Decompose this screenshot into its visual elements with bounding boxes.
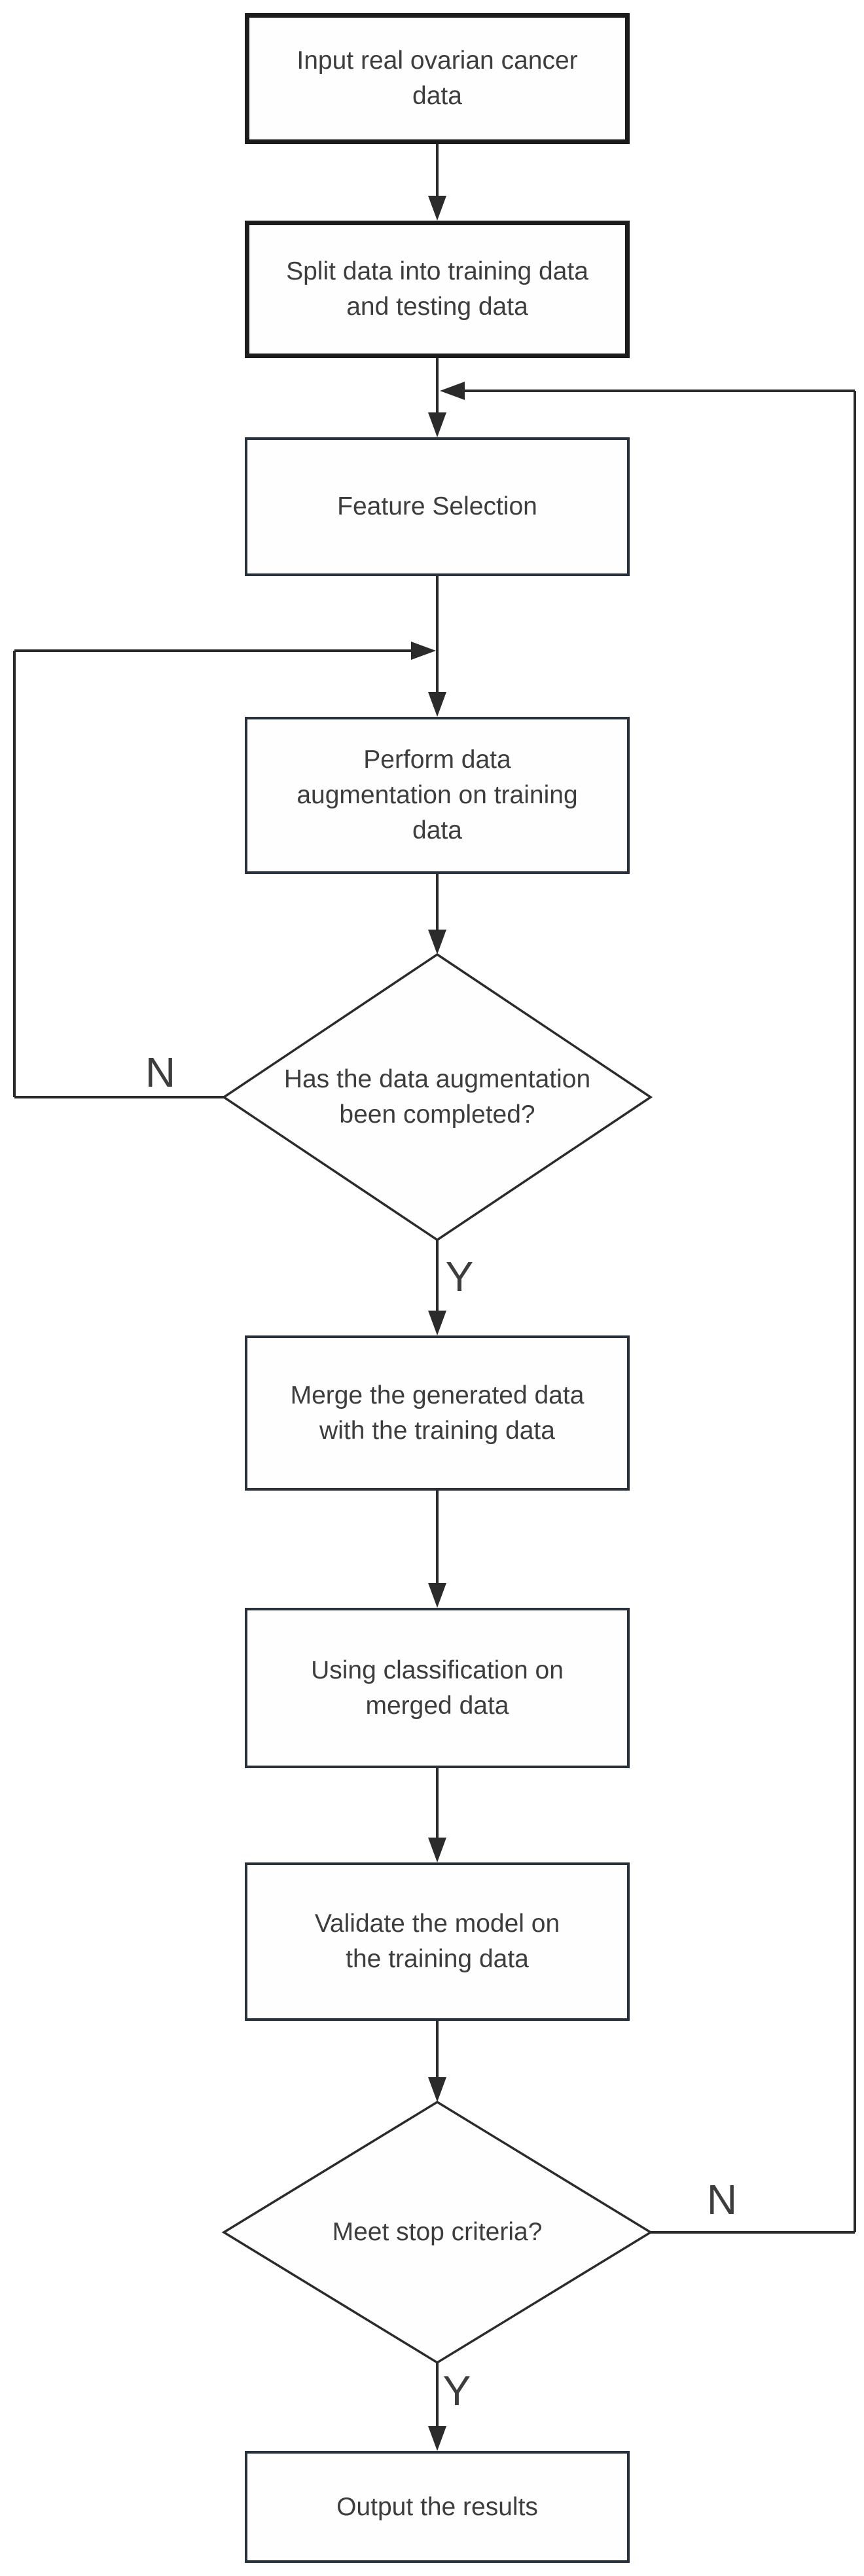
node-input-real-data: Input real ovarian cancer data: [245, 13, 630, 144]
branch-label-no-stop: N: [706, 2176, 738, 2223]
node-classification-label: Using classification on merged data: [311, 1656, 564, 1720]
arrowhead-classify-to-validate: [428, 1838, 446, 1862]
node-merge-data: Merge the generated data with the traini…: [245, 1335, 630, 1491]
arrowhead-feedback-left: [411, 642, 436, 660]
node-input-real-data-label: Input real ovarian cancer data: [297, 46, 578, 110]
node-validate-model: Validate the model on the training data: [245, 1862, 630, 2021]
node-output-results: Output the results: [245, 2451, 630, 2563]
node-data-augmentation-label: Perform data augmentation on training da…: [297, 746, 578, 844]
node-validate-model-label: Validate the model on the training data: [314, 1910, 560, 1973]
node-data-augmentation: Perform data augmentation on training da…: [245, 717, 630, 874]
node-split-data: Split data into training data and testin…: [245, 221, 630, 358]
branch-label-yes-augmentation: Y: [445, 1253, 474, 1300]
node-feature-selection: Feature Selection: [245, 437, 630, 576]
branch-label-no-augmentation: N: [145, 1049, 176, 1096]
arrowhead-split-to-feature: [428, 412, 446, 437]
arrowhead-validate-to-decision2: [428, 2077, 446, 2102]
arrowhead-feedback-right: [440, 382, 465, 400]
decision-augmentation-complete-label: Has the data augmentation been completed…: [283, 1065, 591, 1129]
node-split-data-label: Split data into training data and testin…: [286, 257, 588, 321]
node-feature-selection-label: Feature Selection: [337, 492, 537, 520]
arrowhead-decision2-to-output: [428, 2426, 446, 2451]
decision-stop-criteria-label: Meet stop criteria?: [332, 2218, 543, 2246]
node-output-results-label: Output the results: [336, 2492, 538, 2521]
arrowhead-input-to-split: [428, 196, 446, 221]
arrowhead-merge-to-classify: [428, 1583, 446, 1608]
branch-label-yes-stop: Y: [442, 2367, 471, 2414]
node-classification: Using classification on merged data: [245, 1608, 630, 1768]
arrowhead-feature-to-augment: [428, 692, 446, 717]
arrowhead-augment-to-decision1: [428, 930, 446, 954]
arrowhead-decision1-to-merge: [428, 1311, 446, 1335]
node-merge-data-label: Merge the generated data with the traini…: [290, 1381, 585, 1445]
